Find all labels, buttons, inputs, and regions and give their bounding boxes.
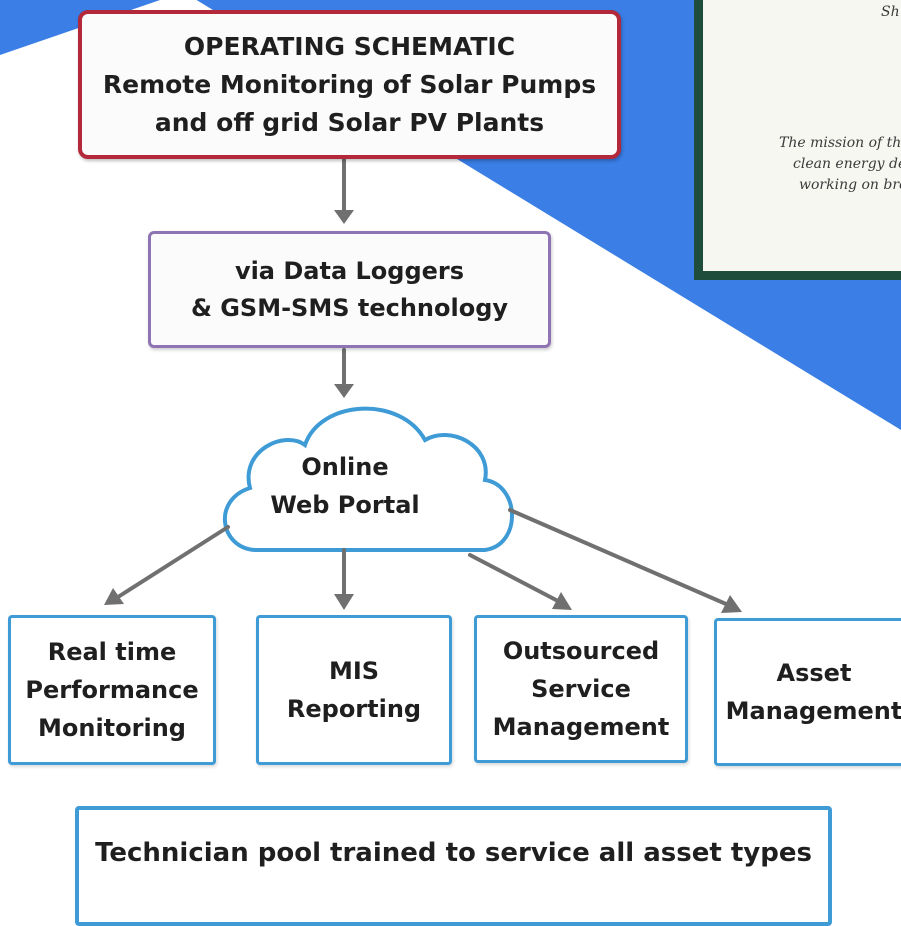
leaf-realtime-monitoring: Real time Performance Monitoring — [8, 615, 216, 765]
photo-text-line: clean energy de — [793, 156, 901, 172]
arrow-head-cloud-leaf-3 — [552, 592, 572, 610]
arrows — [104, 158, 742, 613]
leaf-mis-reporting: MIS Reporting — [256, 615, 452, 765]
photo-text-line: The mission of th — [779, 135, 901, 151]
arrow-head-cloud-leaf-1 — [104, 588, 124, 605]
title-box: OPERATING SCHEMATIC Remote Monitoring of… — [78, 10, 621, 159]
framed-photo: Sh The mission of th clean energy de wor… — [694, 0, 901, 280]
blue-banner — [0, 0, 901, 430]
logger-line: via Data Loggers — [234, 256, 465, 285]
arrow-head-logger-cloud — [334, 384, 354, 398]
arrow-cloud-leaf-1 — [116, 525, 230, 599]
leaf-outsourced-service: Outsourced Service Management — [474, 615, 688, 763]
title-line: and off grid Solar PV Plants — [154, 107, 545, 137]
leaf-line: Reporting — [286, 695, 422, 723]
technician-text: Technician pool trained to service all a… — [95, 838, 812, 868]
logger-line: & GSM-SMS technology — [190, 293, 509, 322]
arrow-cloud-leaf-3 — [468, 553, 558, 602]
leaf-line: Management — [725, 697, 901, 725]
arrow-cloud-leaf-4 — [508, 508, 728, 606]
arrow-head-cloud-leaf-2 — [334, 594, 354, 610]
leaf-line: Real time — [47, 638, 177, 666]
photo-text-line: working on bro — [799, 177, 901, 193]
title-line: OPERATING SCHEMATIC — [183, 31, 516, 61]
leaf-line: MIS — [328, 657, 380, 685]
title-line: Remote Monitoring of Solar Pumps — [102, 69, 597, 99]
leaf-line: Management — [492, 713, 670, 741]
cloud-line: Web Portal — [270, 491, 420, 519]
cloud-line: Online — [301, 453, 389, 481]
cloud-label: Online Web Portal — [250, 448, 440, 524]
leaf-line: Service — [531, 675, 631, 703]
arrow-head-title-logger — [334, 210, 354, 224]
cloud-shape — [223, 406, 514, 552]
leaf-line: Outsourced — [502, 637, 660, 665]
technician-pool-box: Technician pool trained to service all a… — [75, 806, 832, 926]
data-logger-box: via Data Loggers & GSM-SMS technology — [148, 231, 551, 348]
leaf-line: Performance — [25, 676, 199, 704]
leaf-line: Monitoring — [38, 714, 186, 742]
arrow-head-cloud-leaf-4 — [721, 595, 742, 613]
leaf-line: Asset — [776, 659, 852, 687]
leaf-asset-management: Asset Management — [714, 618, 901, 766]
photo-text-line: Sh — [881, 4, 900, 20]
